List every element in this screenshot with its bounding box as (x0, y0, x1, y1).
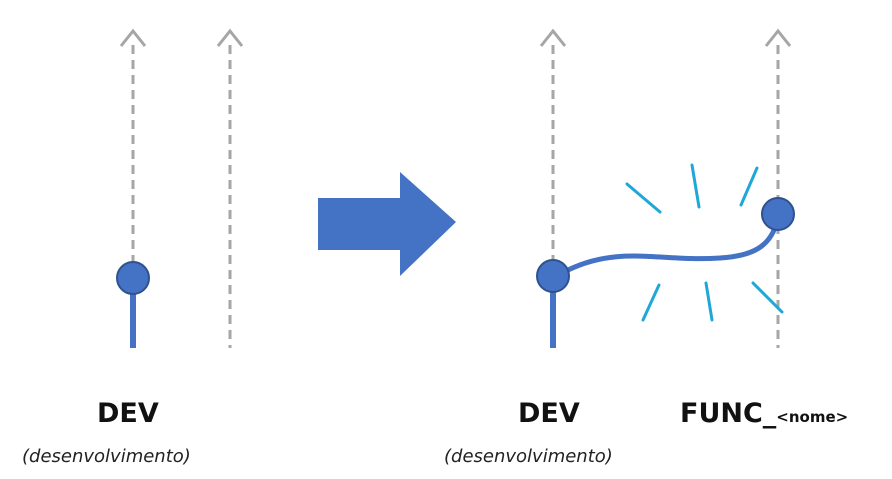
left-dev-label: DEV (97, 398, 159, 429)
dev-commit-node (536, 259, 570, 293)
branch-spark-lines (625, 163, 784, 322)
spark-line (641, 283, 661, 322)
feature-timeline-arrowhead (764, 28, 792, 47)
empty-timeline-arrowhead (216, 28, 244, 47)
spark-line (751, 281, 784, 314)
feature-suffix: <nome> (776, 408, 849, 426)
right-arrow-icon (318, 172, 456, 276)
dev-timeline-arrowhead (119, 28, 147, 47)
dev-commit-node (116, 261, 150, 295)
right-dev-label: DEV (518, 398, 580, 429)
feature-branch-curve (566, 217, 781, 273)
feature-commit-node (761, 197, 795, 231)
spark-line (704, 281, 714, 322)
right-panel (536, 28, 795, 348)
feature-prefix: FUNC_ (680, 398, 777, 429)
left-dev-description: (desenvolvimento) (22, 446, 191, 467)
spark-line (690, 163, 701, 209)
spark-line (625, 182, 662, 214)
right-dev-description: (desenvolvimento) (444, 446, 613, 467)
dev-timeline-arrowhead (539, 28, 567, 47)
feature-branch-label: FUNC_<nome> (680, 398, 848, 429)
left-panel (116, 28, 244, 348)
spark-line (739, 166, 759, 207)
